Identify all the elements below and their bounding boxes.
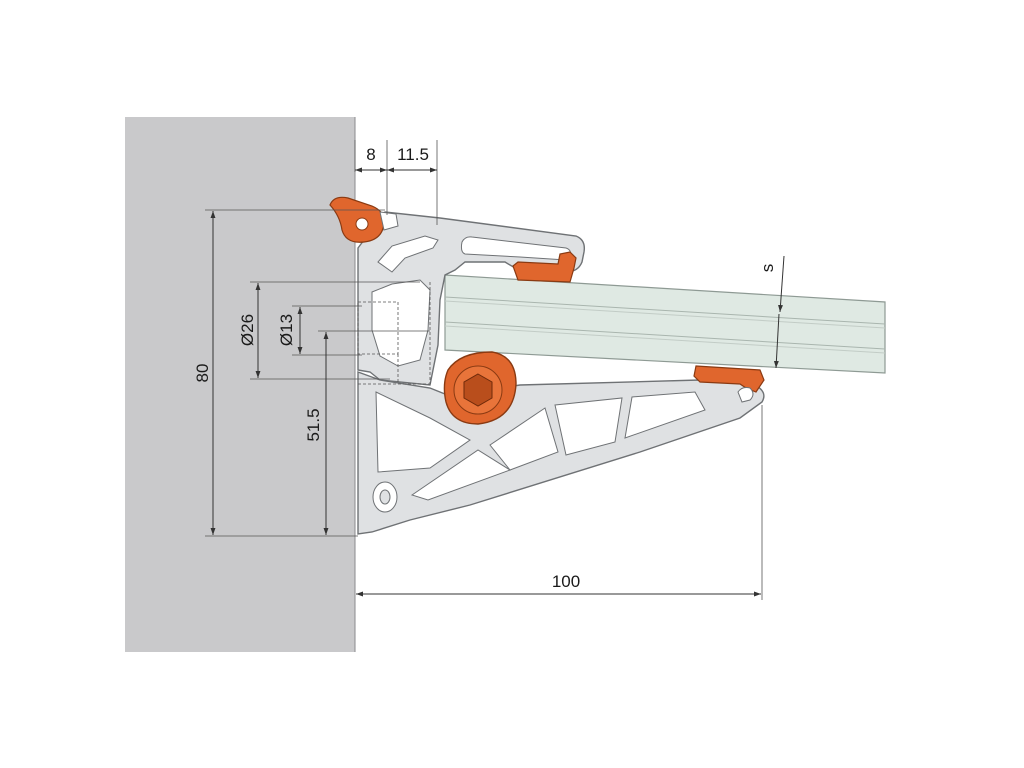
glass-pane bbox=[444, 274, 886, 374]
lower-bracket bbox=[357, 371, 765, 535]
dim-label-80: 80 bbox=[193, 364, 212, 383]
dim-label-51-5: 51.5 bbox=[304, 408, 323, 441]
dim-top bbox=[354, 140, 438, 225]
dim-dia-large bbox=[250, 281, 420, 380]
dim-label-dia-26: Ø26 bbox=[238, 314, 257, 346]
upper-profile bbox=[357, 211, 586, 386]
dim-label-8: 8 bbox=[366, 145, 375, 164]
wall bbox=[125, 117, 355, 652]
gasket-top-left bbox=[329, 196, 399, 243]
dim-height-total bbox=[205, 209, 385, 537]
lower-clip-hook bbox=[737, 387, 754, 403]
eccentric-cam bbox=[443, 351, 517, 425]
dim-label-dia-13: Ø13 bbox=[277, 314, 296, 346]
dim-label-100: 100 bbox=[552, 572, 580, 591]
gasket-upper-glass bbox=[512, 251, 577, 283]
dim-label-11-5: 11.5 bbox=[397, 145, 429, 164]
hex-socket-icon bbox=[463, 373, 493, 407]
dim-projection bbox=[356, 405, 763, 600]
dim-glass-thickness bbox=[773, 255, 785, 369]
dim-label-s: s bbox=[758, 264, 777, 273]
dim-axis-height bbox=[318, 330, 430, 535]
hidden-lines bbox=[357, 282, 431, 385]
